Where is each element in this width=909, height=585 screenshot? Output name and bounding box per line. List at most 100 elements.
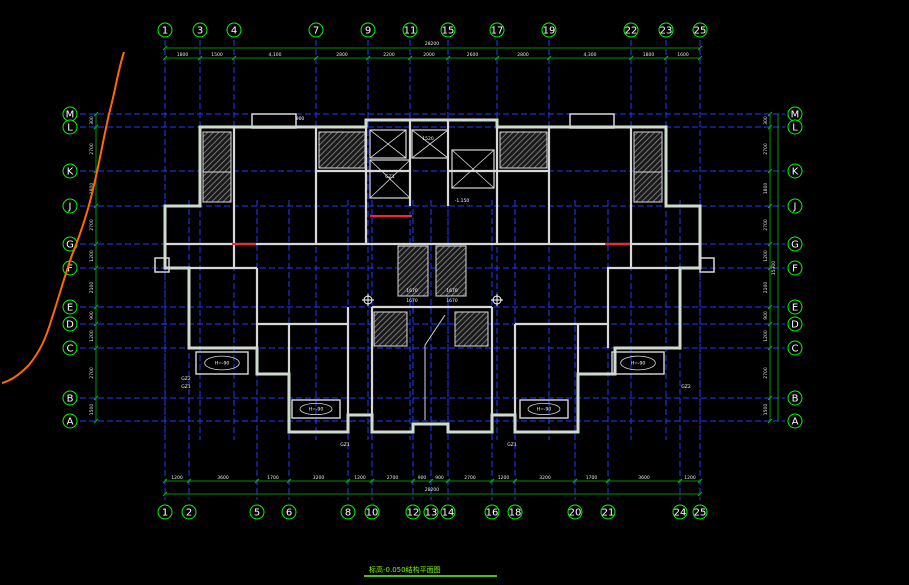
dim-bottom-tick-5 — [369, 478, 375, 484]
axis-bubble-bottom-6-circle — [281, 504, 297, 520]
axis-bubble-bottom-20-label: 20 — [569, 508, 582, 519]
axis-bubble-right-F: F — [787, 260, 803, 276]
axis-bubble-right-D: D — [787, 316, 803, 332]
dim-bottom-value-2: 1700 — [267, 475, 279, 481]
dim-bottom-tick-14 — [697, 478, 703, 484]
axis-bubble-left-A-circle — [62, 413, 78, 429]
axis-bubble-top-3-circle — [192, 22, 208, 38]
axis-bubble-bottom-8-circle — [340, 504, 356, 520]
building-outline-inner — [164, 119, 701, 433]
hatched-region-1 — [202, 171, 232, 203]
axis-bubble-right-G-label: G — [791, 240, 799, 251]
sunken-slab-label-3: H=-90 — [537, 407, 552, 413]
dim-left-value-4: 1200 — [89, 250, 95, 262]
axis-bubble-top-17: 17 — [489, 22, 505, 38]
axis-bubble-right-M-label: M — [791, 110, 800, 121]
core-box-diag-b-3 — [369, 159, 411, 199]
sunken-slab-2 — [291, 399, 341, 419]
dim-bottom-value-5: 2700 — [387, 475, 399, 481]
axis-bubble-left-E-circle — [62, 299, 78, 315]
axis-bubble-left-L: L — [62, 119, 78, 135]
hatched-region-5 — [633, 171, 663, 203]
annotation-label-9: GZ2 — [181, 376, 191, 382]
dim-top-total-tick-0 — [162, 45, 168, 51]
dim-top-value-1: 1500 — [211, 52, 223, 58]
dim-top-tick-5 — [407, 55, 413, 61]
dim-top-value-0: 1800 — [177, 52, 189, 58]
axis-bubble-right-F-label: F — [792, 264, 798, 275]
axis-bubble-left-J: J — [62, 198, 78, 214]
axis-bubble-right-K-label: K — [792, 167, 799, 178]
axis-bubble-right-L-circle — [787, 119, 803, 135]
annotation-label-13: 1670 — [406, 298, 418, 304]
axis-bubble-top-25-label: 25 — [694, 26, 707, 37]
core-box-diag-b-0 — [369, 129, 407, 159]
annotation-label-14: 1670 — [446, 298, 458, 304]
axis-bubble-bottom-2-label: 2 — [186, 508, 192, 519]
dim-right-value-0: 300 — [763, 116, 769, 125]
dim-right-value-4: 1200 — [763, 250, 769, 262]
dim-left-value-5: 2100 — [89, 282, 95, 294]
axis-bubble-top-3: 3 — [192, 22, 208, 38]
dim-top-value-4: 2200 — [383, 52, 395, 58]
sunken-slab-ellipse-1 — [620, 355, 656, 371]
dim-bottom-value-13: 1200 — [684, 475, 696, 481]
axis-bubble-bottom-21-circle — [600, 504, 616, 520]
dim-bottom-value-4: 1200 — [354, 475, 366, 481]
axis-bubble-top-15-circle — [440, 22, 456, 38]
axis-bubble-bottom-24-circle — [672, 504, 688, 520]
dim-right-value-1: 2700 — [763, 143, 769, 155]
bay-feature-2 — [251, 113, 297, 129]
dim-top-tick-4 — [365, 55, 371, 61]
axis-bubble-top-1: 1 — [157, 22, 173, 38]
axis-bubble-top-11-label: 11 — [404, 26, 417, 37]
dim-bottom-value-10: 3200 — [539, 475, 551, 481]
dim-top-tick-1 — [197, 55, 203, 61]
dim-left-tick-0 — [93, 111, 99, 117]
hatched-column-regions — [202, 129, 663, 347]
axis-bubble-right-B-circle — [787, 390, 803, 406]
sunken-slab-ellipse-0 — [204, 355, 240, 371]
axis-bubble-top-22-label: 22 — [625, 26, 638, 37]
axis-bubble-bottom-6-label: 6 — [286, 508, 292, 519]
core-box-diag-b-1 — [411, 129, 449, 159]
axis-bubble-top-4: 4 — [226, 22, 242, 38]
dim-top-value-5: 2000 — [423, 52, 435, 58]
hatched-region-9 — [454, 311, 489, 347]
beam-lines — [232, 215, 630, 420]
dim-top-total-value: 28200 — [425, 41, 439, 47]
dim-right-tick-10 — [767, 418, 773, 424]
core-box-2 — [451, 149, 495, 189]
dim-right-tick-4 — [767, 241, 773, 247]
axis-bubble-top-9-circle — [360, 22, 376, 38]
axis-bubble-right-D-circle — [787, 316, 803, 332]
axis-bubble-bottom-8: 8 — [340, 504, 356, 520]
axis-bubble-bottom-13-label: 13 — [425, 508, 438, 519]
drawing-title-block: 标高-0.050结构平面图 — [364, 565, 497, 577]
axis-bubble-right-C-label: C — [792, 344, 799, 355]
axis-bubble-top-15-label: 15 — [442, 26, 455, 37]
dim-top-tick-6 — [445, 55, 451, 61]
axis-bubble-bottom-1-label: 1 — [162, 508, 168, 519]
axis-bubble-left-A: A — [62, 413, 78, 429]
dim-top-tick-9 — [628, 55, 634, 61]
axis-bubble-bottom-10-circle — [364, 504, 380, 520]
dim-left-tick-3 — [93, 203, 99, 209]
axis-bubble-bottom-10-label: 10 — [366, 508, 379, 519]
dim-left-value-8: 2700 — [89, 367, 95, 379]
dim-bottom-tick-6 — [410, 478, 416, 484]
axis-bubble-left-E-label: E — [67, 303, 73, 314]
axis-bubble-top-25-circle — [692, 22, 708, 38]
axis-bubble-bottom-5: 5 — [249, 504, 265, 520]
axis-bubble-top-23-circle — [658, 22, 674, 38]
dim-top-value-2: 4,100 — [269, 52, 282, 58]
annotation-label-15: 1520 — [422, 136, 434, 142]
hatched-region-4 — [633, 131, 663, 173]
axis-bubble-bottom-18-circle — [507, 504, 523, 520]
axis-bubble-left-C-label: C — [67, 344, 74, 355]
drawing-title: 标高-0.050结构平面图 — [369, 565, 441, 574]
dim-bottom-tick-2 — [254, 478, 260, 484]
dim-left-tick-5 — [93, 265, 99, 271]
